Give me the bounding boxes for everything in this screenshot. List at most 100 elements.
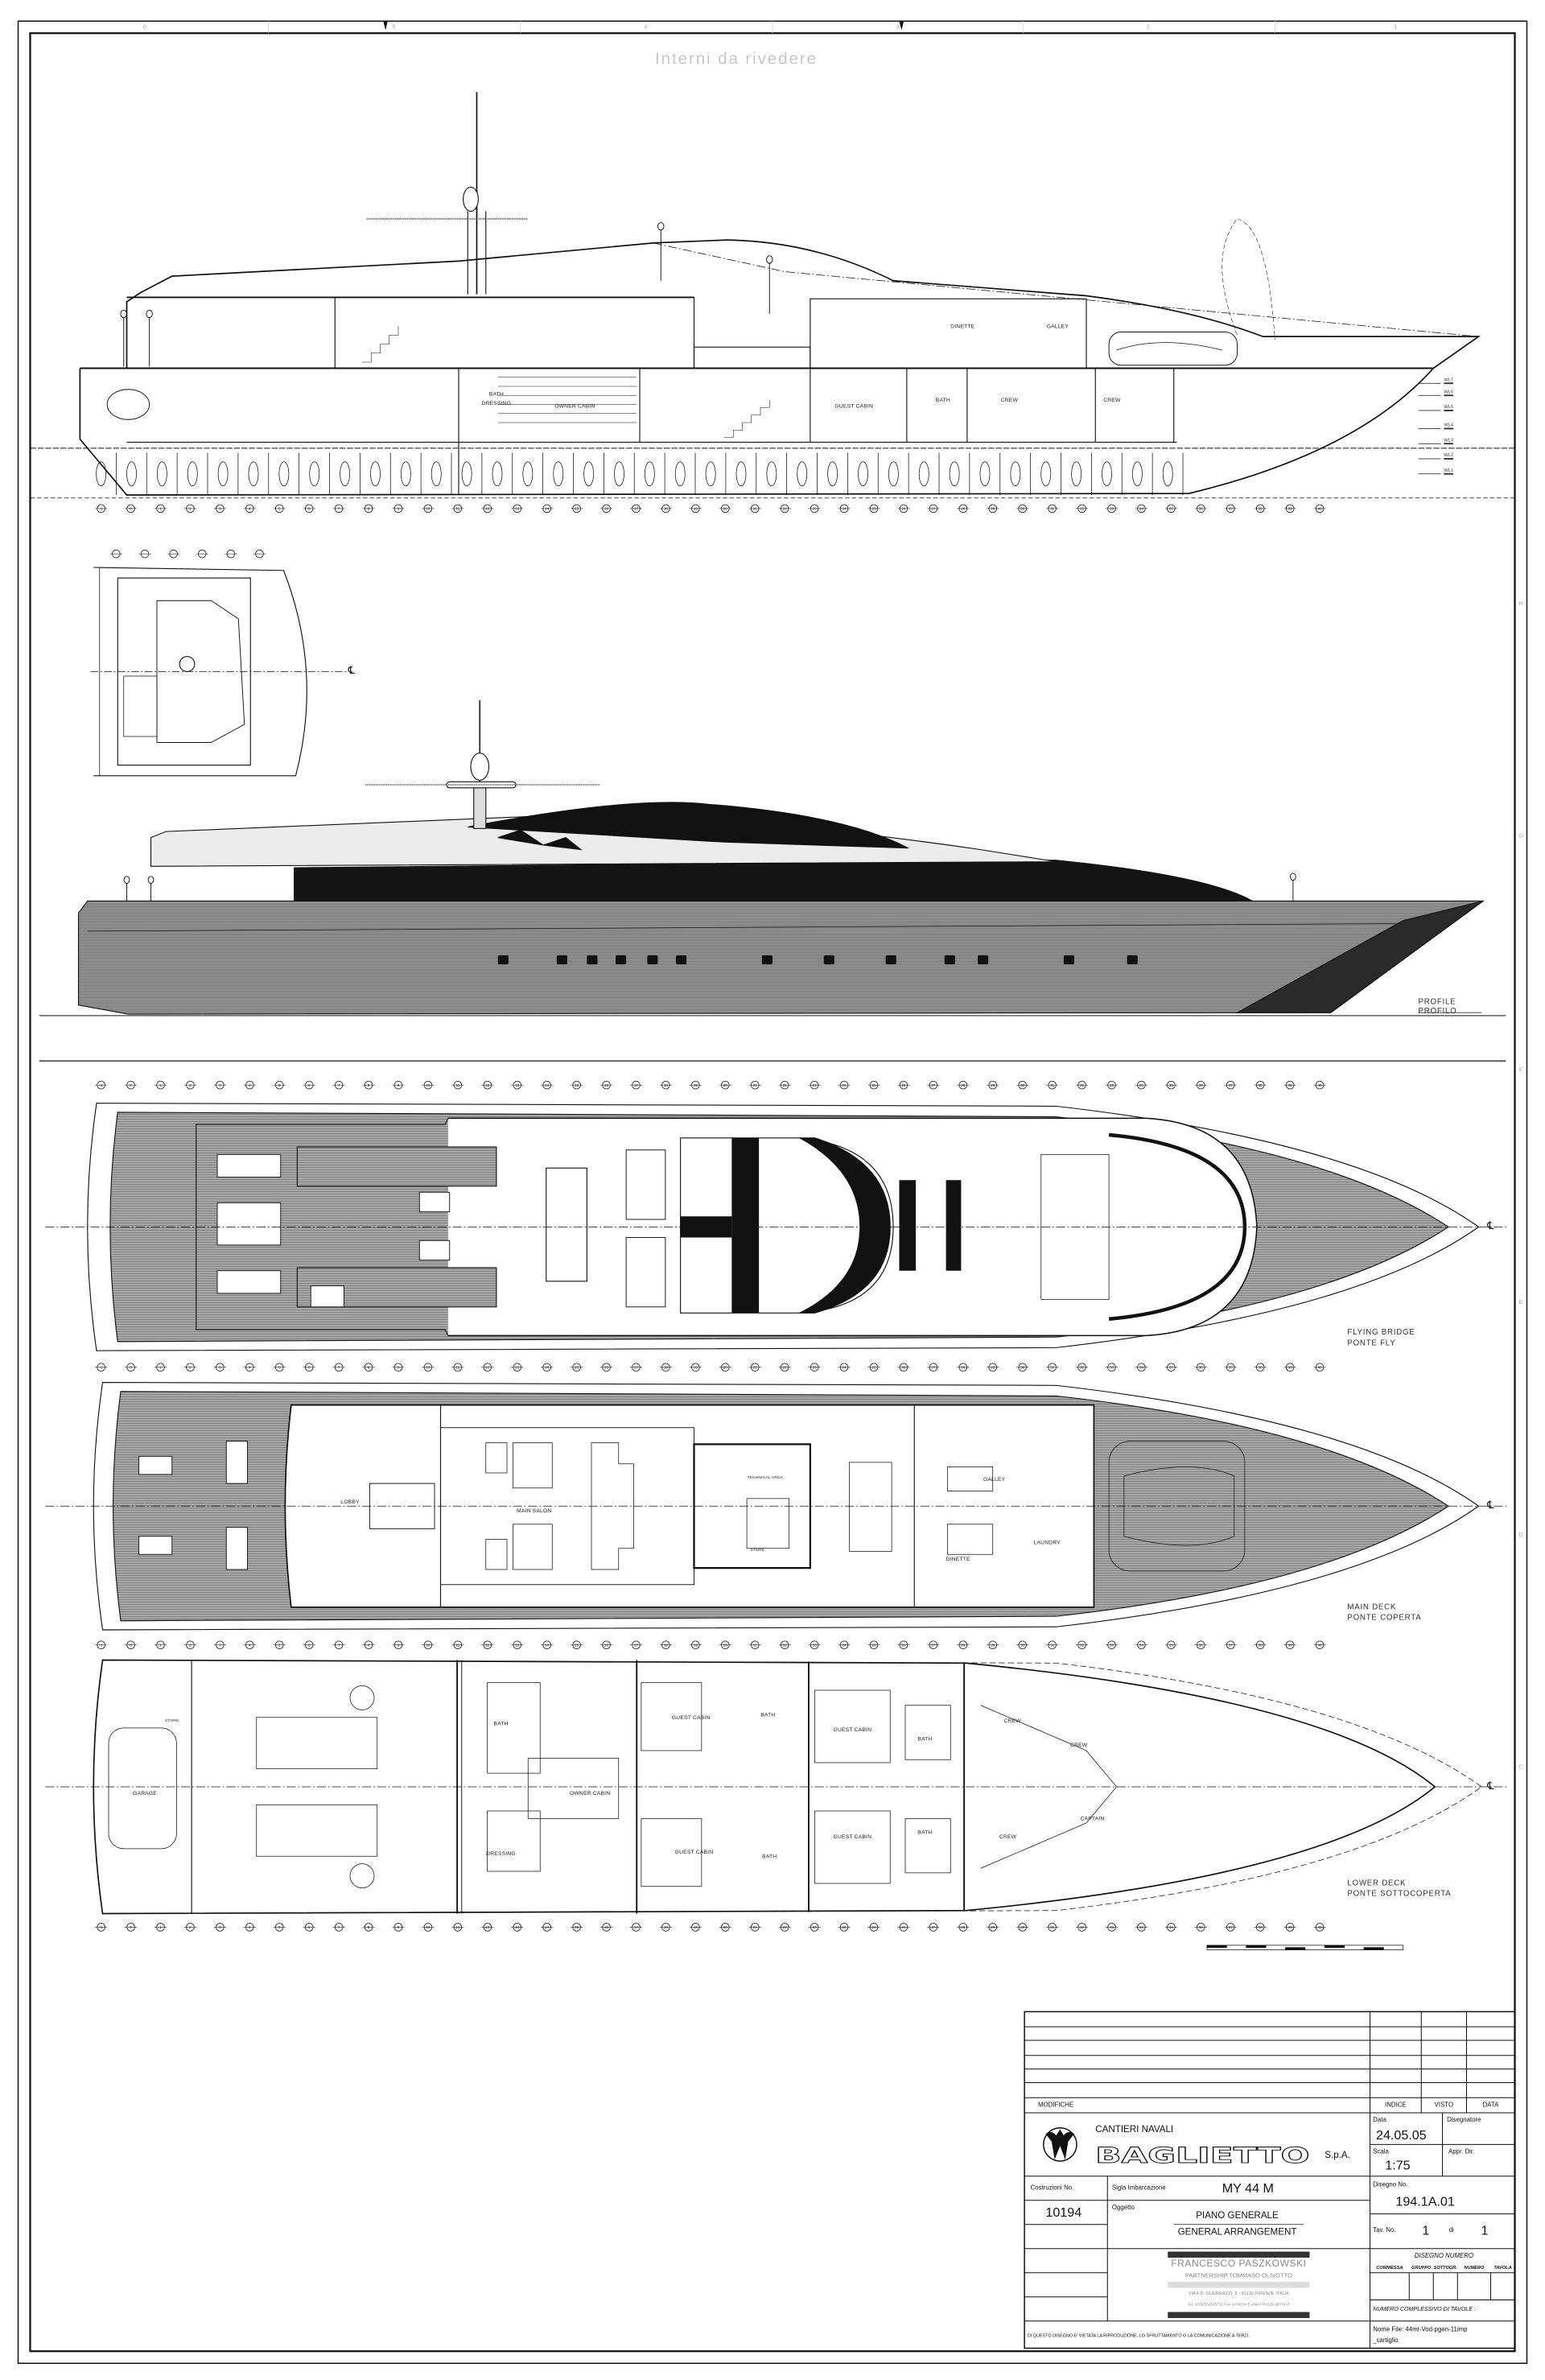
svg-text:35: 35 — [1169, 1643, 1174, 1647]
lower-deck-room-label: CREW — [1069, 1742, 1088, 1748]
svg-text:10: 10 — [426, 1083, 431, 1087]
svg-text:7: 7 — [338, 507, 340, 511]
frame-marker: 12 — [481, 1080, 494, 1090]
svg-text:14: 14 — [545, 507, 550, 511]
frame-marker: 11 — [451, 1363, 464, 1372]
frame-marker: 30 — [1016, 1080, 1029, 1090]
svg-text:1: 1 — [159, 1083, 162, 1087]
main-deck-room-label: MAIN SALON — [517, 1508, 552, 1515]
frame-marker: 29 — [987, 1640, 999, 1650]
lightening-hole — [1010, 461, 1021, 487]
svg-text:16: 16 — [604, 1365, 609, 1369]
svg-text:17: 17 — [634, 1365, 639, 1369]
svg-text:36: 36 — [1199, 1643, 1204, 1647]
frame-marker: 33 — [1105, 1080, 1118, 1090]
svg-text:15: 15 — [575, 1083, 579, 1087]
numero-col: COMMESSA — [1376, 2263, 1403, 2270]
frame-marker: 12 — [481, 504, 494, 514]
svg-text:11: 11 — [456, 1365, 460, 1369]
frame-marker: 25 — [867, 1080, 880, 1090]
frame-marker: 22 — [778, 1640, 791, 1650]
lower-deck-room-label: BATH — [760, 1711, 776, 1718]
svg-text:25: 25 — [871, 507, 876, 511]
svg-text:35: 35 — [1169, 1925, 1174, 1929]
frame-marker: 0 — [125, 504, 138, 514]
frame-marker — [196, 549, 208, 559]
svg-text:0: 0 — [130, 1365, 132, 1369]
helm-station-plan — [90, 567, 348, 777]
svg-text:26: 26 — [901, 1365, 906, 1369]
svg-text:13: 13 — [515, 1925, 520, 1929]
scale-value: 1:75 — [1385, 2157, 1411, 2173]
svg-text:32: 32 — [1080, 1083, 1085, 1087]
svg-text:21: 21 — [753, 1643, 758, 1647]
frame-marker: 4 — [243, 1363, 256, 1372]
lightening-hole — [96, 461, 106, 487]
designer-bars — [1168, 2251, 1310, 2318]
svg-text:15: 15 — [575, 507, 579, 511]
frame-marker: -1 — [95, 1923, 108, 1932]
frame-marker: 31 — [1046, 504, 1059, 514]
svg-text:15: 15 — [575, 1643, 579, 1647]
frame-marker: 30 — [1016, 1923, 1029, 1932]
modifiche-label: MODIFICHE — [1038, 2100, 1074, 2109]
svg-text:27: 27 — [931, 507, 936, 511]
vessel-code-value: MY 44 M — [1222, 2180, 1274, 2196]
lightening-hole — [248, 461, 259, 487]
frame-marker: 23 — [808, 1080, 821, 1090]
title-block-grid — [1024, 2011, 1516, 2349]
subject-it: PIANO GENERALE — [1196, 2210, 1279, 2221]
svg-text:22: 22 — [783, 1083, 788, 1087]
svg-text:-1: -1 — [100, 1925, 103, 1929]
svg-text:2: 2 — [189, 1643, 192, 1647]
frame-marker: 1 — [154, 504, 167, 514]
main-deck-label-it: PONTE COPERTA — [1347, 1614, 1422, 1623]
frame-marker: 22 — [778, 504, 791, 514]
visto-label: VISTO — [1434, 2100, 1454, 2109]
hull-windows — [497, 955, 1138, 965]
section-room-label: CREW — [1103, 397, 1121, 404]
centerline-icon: ℄ — [1487, 1500, 1494, 1512]
frame-marker: 24 — [838, 1640, 851, 1650]
frame-marker: 0 — [125, 1080, 138, 1090]
frame-marker: 0 — [125, 1640, 138, 1650]
lightening-hole — [187, 461, 198, 487]
svg-text:5: 5 — [278, 1365, 281, 1369]
file-name-suffix: _cartiglio — [1373, 2336, 1399, 2344]
frame-marker — [138, 549, 151, 559]
svg-text:39: 39 — [1288, 1643, 1293, 1647]
hull-window — [944, 955, 955, 965]
lightening-hole — [979, 461, 991, 487]
hull-window — [1063, 955, 1074, 965]
svg-text:6: 6 — [308, 1643, 311, 1647]
frame-marker: 6 — [303, 1363, 315, 1372]
svg-text:4: 4 — [249, 1365, 251, 1369]
svg-text:34: 34 — [1139, 1643, 1144, 1647]
frame-marker: 20 — [719, 1640, 731, 1650]
longitudinal-section — [30, 92, 1515, 499]
svg-text:27: 27 — [931, 1083, 936, 1087]
frame-marker: 28 — [957, 1080, 970, 1090]
frame-marker: 32 — [1076, 1363, 1089, 1372]
frame-marker: 6 — [303, 1080, 315, 1090]
frame-marker: 5 — [273, 1923, 286, 1932]
frame-marker: 12 — [481, 1640, 494, 1650]
frame-marker: 29 — [987, 1923, 999, 1932]
svg-text:7: 7 — [338, 1925, 340, 1929]
svg-text:14: 14 — [545, 1925, 550, 1929]
frame-marker: 26 — [897, 1080, 910, 1090]
frame-marker: 3 — [213, 1923, 226, 1932]
frame-marker: 22 — [778, 1363, 791, 1372]
frame-marker: 8 — [362, 1080, 375, 1090]
frame-marker: 37 — [1224, 1080, 1237, 1090]
svg-text:29: 29 — [991, 507, 995, 511]
frame-marker: -1 — [95, 1080, 108, 1090]
waterline-label: WL7 — [1444, 376, 1453, 383]
frame-marker: 10 — [422, 1640, 435, 1650]
frame-marker: 15 — [571, 1640, 583, 1650]
svg-text:8: 8 — [368, 1643, 370, 1647]
svg-text:17: 17 — [634, 1083, 639, 1087]
section-room-label: DRESSING — [481, 400, 512, 406]
frame-marker: 16 — [600, 1080, 613, 1090]
flying-bridge-plan — [45, 1103, 1509, 1351]
